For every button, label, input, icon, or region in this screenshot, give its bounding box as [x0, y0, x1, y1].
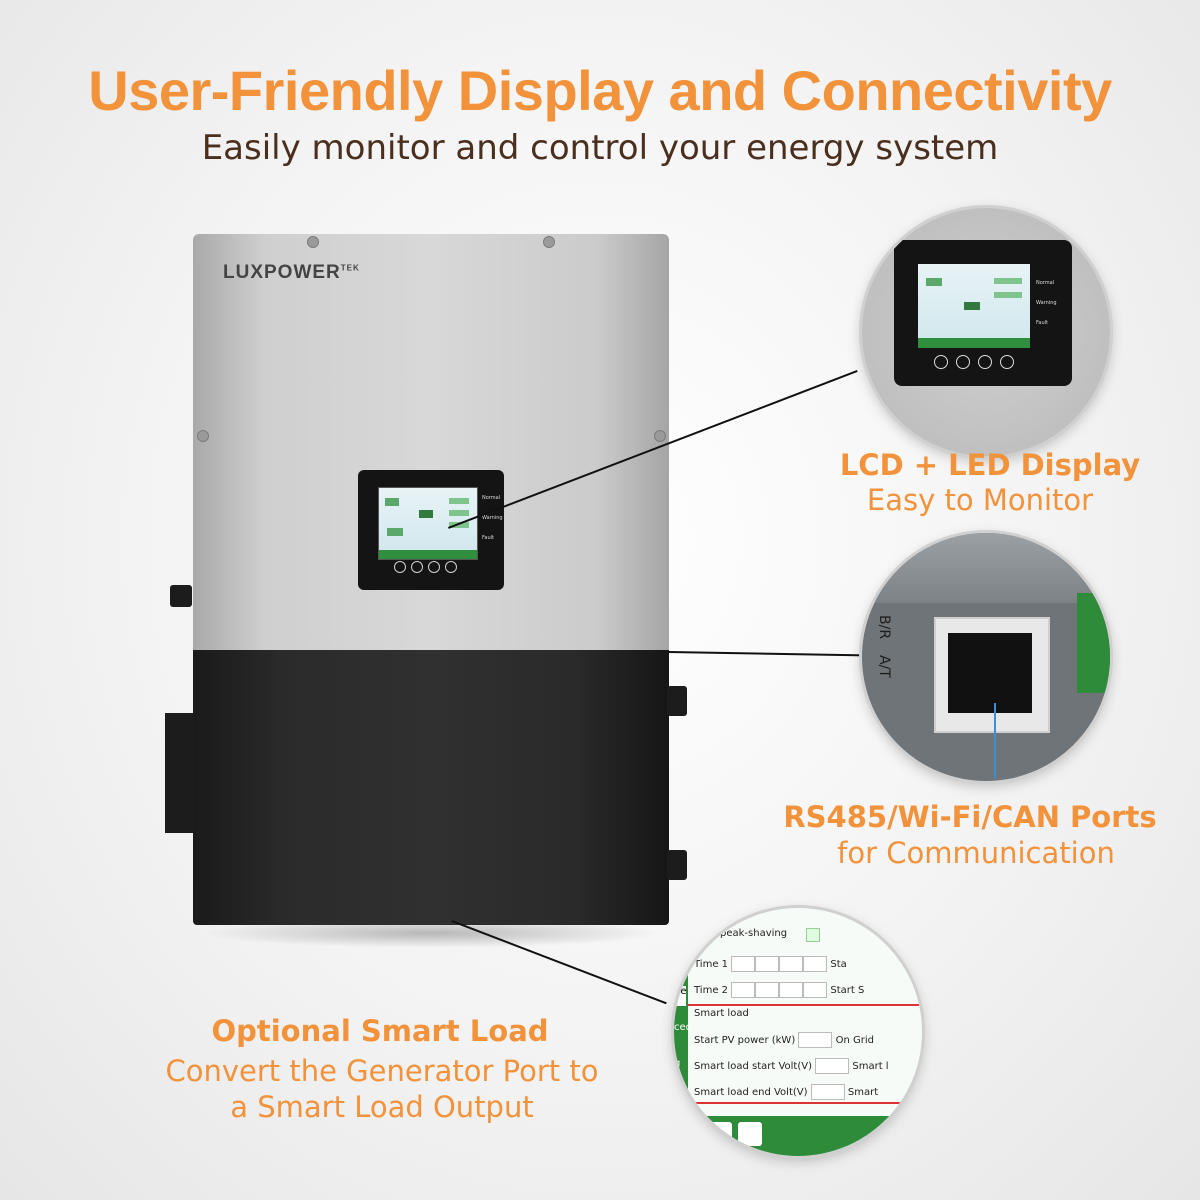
start-pv-input[interactable] — [798, 1032, 833, 1048]
right-connector-bottom — [667, 850, 687, 880]
page-subtitle: Easily monitor and control your energy s… — [201, 128, 999, 168]
leader-line-ports — [668, 651, 864, 657]
time2-start: Start S — [830, 985, 865, 996]
port-label-g: G — [862, 603, 870, 614]
time1-label: Time 1 — [694, 959, 729, 970]
smartload-feature-subtitle-line2: a Smart Load Output — [230, 1090, 534, 1124]
side-tab-1[interactable]: ge — [674, 986, 687, 1006]
screw-icon — [543, 236, 555, 248]
port-label-br: B/R — [876, 615, 892, 640]
up-icon — [956, 355, 970, 369]
gear-icon[interactable] — [738, 1122, 762, 1146]
time2-label: Time 2 — [694, 985, 729, 996]
time1-field[interactable] — [731, 956, 756, 972]
zoom-lcd — [918, 264, 1030, 348]
zoom-status-warning: Warning — [1036, 300, 1057, 306]
left-connector — [170, 585, 192, 607]
end-volt-right: Smart — [847, 1087, 879, 1098]
smartload-feature-title: Optional Smart Load — [211, 1014, 549, 1048]
panel-button-row — [394, 558, 462, 577]
enter-icon — [1000, 355, 1014, 369]
left-handle — [165, 713, 193, 833]
smartload-feature-subtitle-line1: Convert the Generator Port to — [165, 1054, 599, 1088]
brand-suffix: TEK — [340, 263, 360, 273]
down-icon — [978, 355, 992, 369]
rj45-port-icon — [948, 633, 1032, 713]
return-button-icon[interactable] — [394, 561, 406, 573]
screw-icon — [654, 430, 666, 442]
time1-field[interactable] — [803, 956, 828, 972]
status-fault: Fault — [482, 535, 494, 541]
start-volt-input[interactable] — [815, 1058, 850, 1074]
start-volt-right: Smart l — [852, 1061, 889, 1072]
start-pv-row: Start PV power (kW) On Grid — [694, 1032, 874, 1048]
smartload-zoom-circle: ge ced g fo. peak-shaving Time 1 Sta Tim… — [674, 908, 922, 1156]
time2-field[interactable] — [755, 982, 780, 998]
time1-field[interactable] — [779, 956, 804, 972]
smart-load-section — [688, 1004, 922, 1104]
port-label-at: A/T — [876, 655, 892, 678]
status-warning: Warning — [482, 515, 503, 521]
display-feature-title: LCD + LED Display — [839, 448, 1141, 482]
time2-field[interactable] — [803, 982, 828, 998]
down-button-icon[interactable] — [428, 561, 440, 573]
time2-field[interactable] — [731, 982, 756, 998]
ports-feature-title: RS485/Wi-Fi/CAN Ports — [783, 800, 1157, 834]
side-tab-4[interactable]: fo. — [674, 1094, 687, 1105]
peak-shaving-label: peak-shaving — [720, 928, 788, 939]
time2-field[interactable] — [779, 982, 804, 998]
return-icon — [934, 355, 948, 369]
time1-field[interactable] — [755, 956, 780, 972]
ports-feature-subtitle: for Communication — [837, 836, 1115, 870]
on-grid-label: On Grid — [835, 1035, 874, 1046]
end-volt-label: Smart load end Volt(V) — [694, 1087, 808, 1098]
page-title: User-Friendly Display and Connectivity — [88, 59, 1112, 122]
right-connector-top — [667, 686, 687, 716]
zoom-button-row — [934, 354, 1014, 373]
lcd-screen — [378, 487, 478, 560]
end-volt-row: Smart load end Volt(V) Smart — [694, 1084, 878, 1100]
port-housing-top — [862, 533, 1110, 603]
lcd-content-icon — [379, 498, 477, 559]
side-tab-3[interactable]: g — [674, 1058, 681, 1069]
start-volt-row: Smart load start Volt(V) Smart l — [694, 1058, 889, 1074]
display-zoom-circle: Normal Warning Fault — [862, 208, 1110, 456]
inverter-lower-cover — [193, 650, 669, 925]
screw-icon — [307, 236, 319, 248]
brand-name: LUXPOWER — [223, 262, 341, 283]
green-terminal — [1077, 593, 1110, 693]
side-tab-2[interactable]: ced — [674, 1022, 692, 1033]
peak-shaving-checkbox[interactable] — [806, 928, 820, 942]
time1-row: Time 1 Sta — [694, 956, 847, 972]
bell-icon[interactable] — [708, 1122, 732, 1146]
zoom-status-normal: Normal — [1036, 280, 1055, 286]
status-normal: Normal — [482, 495, 501, 501]
ports-zoom-circle: G B/R A/T — [862, 533, 1110, 781]
display-feature-subtitle: Easy to Monitor — [866, 483, 1094, 517]
inverter-upper-housing — [193, 234, 669, 654]
start-pv-label: Start PV power (kW) — [694, 1035, 796, 1046]
screw-icon — [197, 430, 209, 442]
start-volt-label: Smart load start Volt(V) — [694, 1061, 812, 1072]
status-labels: Normal Warning Fault — [482, 495, 503, 555]
enter-button-icon[interactable] — [445, 561, 457, 573]
time2-row: Time 2 Start S — [694, 982, 864, 998]
port-pointer — [994, 703, 996, 779]
end-volt-input[interactable] — [810, 1084, 845, 1100]
brand-logo: LUXPOWERTEK — [223, 262, 360, 284]
time1-start: Sta — [830, 959, 847, 970]
zoom-status-fault: Fault — [1036, 320, 1048, 326]
up-button-icon[interactable] — [411, 561, 423, 573]
smart-load-heading: Smart load — [694, 1008, 749, 1019]
